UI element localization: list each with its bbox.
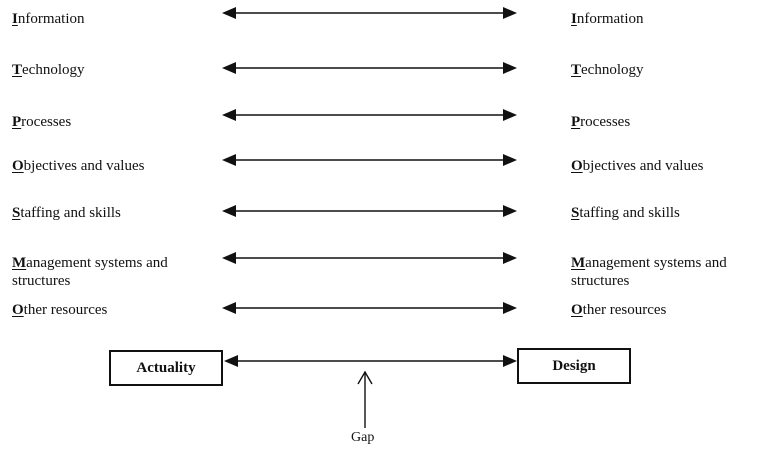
gap-arrow bbox=[357, 370, 373, 428]
actuality-label-initial: O bbox=[12, 158, 24, 174]
actuality-label-3: Objectives and values bbox=[12, 157, 144, 175]
design-label-initial: P bbox=[571, 114, 581, 130]
design-label-4: Staffing and skills bbox=[571, 204, 680, 222]
design-label-text: bjectives and values bbox=[582, 158, 704, 174]
double-arrow-2 bbox=[222, 109, 517, 121]
actuality-label-1: Technology bbox=[12, 61, 85, 79]
actuality-label-initial: T bbox=[12, 62, 23, 78]
design-label-1: Technology bbox=[571, 61, 644, 79]
design-label-3: Objectives and values bbox=[571, 157, 703, 175]
design-label-initial: O bbox=[571, 158, 583, 174]
design-label-text: nformation bbox=[576, 11, 644, 27]
design-label-initial: I bbox=[571, 11, 577, 27]
design-label-0: Information bbox=[571, 10, 644, 28]
gap-label: Gap bbox=[351, 430, 375, 445]
design-label-text-line2: structures bbox=[571, 273, 630, 289]
actuality-label-initial: O bbox=[12, 302, 24, 318]
actuality-box: Actuality bbox=[109, 350, 223, 386]
actuality-label-text: rocesses bbox=[21, 114, 72, 130]
actuality-design-arrow bbox=[224, 355, 517, 367]
design-label-initial: T bbox=[571, 62, 582, 78]
double-arrow-4 bbox=[222, 205, 517, 217]
design-label-2: Processes bbox=[571, 113, 630, 131]
design-label-text: rocesses bbox=[580, 114, 631, 130]
design-label-text: echnology bbox=[581, 62, 644, 78]
actuality-label-text: bjectives and values bbox=[23, 158, 145, 174]
double-arrow-0 bbox=[222, 7, 517, 19]
actuality-label-6: Other resources bbox=[12, 301, 107, 319]
actuality-label-text-line2: structures bbox=[12, 273, 71, 289]
design-label-6: Other resources bbox=[571, 301, 666, 319]
actuality-label-initial: I bbox=[12, 11, 18, 27]
actuality-label-5: Management systems and structures bbox=[12, 254, 168, 290]
design-label-initial: O bbox=[571, 302, 583, 318]
actuality-label-text: nformation bbox=[17, 11, 85, 27]
design-label-text: anagement systems and bbox=[585, 255, 727, 271]
design-label: Design bbox=[552, 358, 596, 374]
double-arrow-6 bbox=[222, 302, 517, 314]
actuality-label-initial: M bbox=[12, 255, 27, 271]
actuality-label-0: Information bbox=[12, 10, 85, 28]
actuality-label-text: taffing and skills bbox=[20, 205, 121, 221]
double-arrow-3 bbox=[222, 154, 517, 166]
design-label-5: Management systems and structures bbox=[571, 254, 727, 290]
double-arrow-1 bbox=[222, 62, 517, 74]
actuality-label-initial: P bbox=[12, 114, 22, 130]
actuality-label-2: Processes bbox=[12, 113, 71, 131]
actuality-label-text: ther resources bbox=[23, 302, 108, 318]
double-arrow-5 bbox=[222, 252, 517, 264]
design-label-text: ther resources bbox=[582, 302, 667, 318]
actuality-label-4: Staffing and skills bbox=[12, 204, 121, 222]
design-label-text: taffing and skills bbox=[579, 205, 680, 221]
design-label-initial: M bbox=[571, 255, 586, 271]
actuality-label-text: anagement systems and bbox=[26, 255, 168, 271]
design-box: Design bbox=[517, 348, 631, 384]
actuality-label-initial: S bbox=[12, 205, 21, 221]
actuality-label: Actuality bbox=[136, 360, 196, 376]
actuality-label-text: echnology bbox=[22, 62, 85, 78]
design-label-initial: S bbox=[571, 205, 580, 221]
